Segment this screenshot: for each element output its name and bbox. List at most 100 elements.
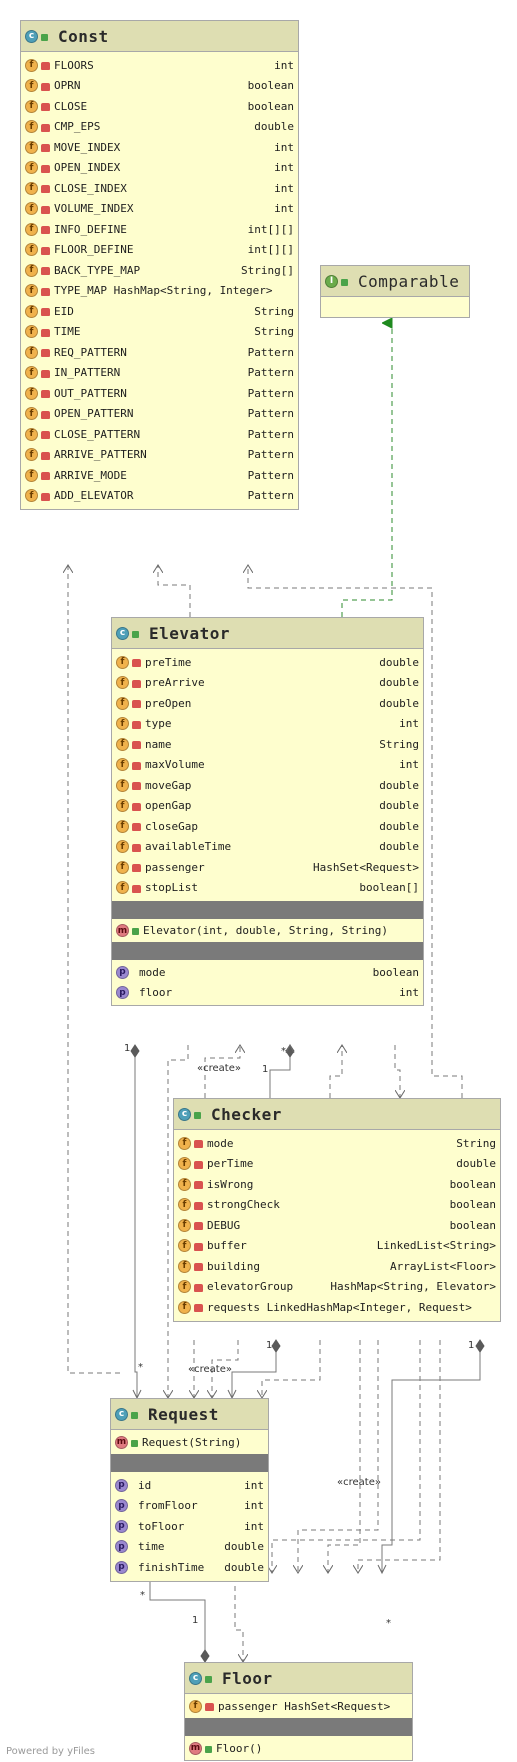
class-name: Floor bbox=[222, 1668, 273, 1688]
multiplicity-label: 1 bbox=[468, 1340, 475, 1351]
edge-checker-elevator-composition bbox=[269, 1045, 291, 1098]
lock-icon bbox=[194, 1304, 203, 1313]
interface-comparable[interactable]: I Comparable bbox=[320, 265, 470, 318]
composition-diamond-elevator bbox=[130, 1044, 140, 1058]
field-type: double bbox=[379, 778, 419, 792]
visibility-icon bbox=[132, 989, 135, 997]
class-floor[interactable]: c Floor f passenger HashSet<Request> m F… bbox=[184, 1662, 413, 1761]
field-name: moveGap bbox=[145, 778, 192, 792]
field-type: double bbox=[379, 676, 419, 690]
field-name: OPEN_INDEX bbox=[54, 161, 121, 175]
class-name: Checker bbox=[211, 1104, 282, 1124]
field-type: Pattern bbox=[247, 489, 294, 503]
field-name: FLOORS bbox=[54, 58, 94, 72]
field-name: IN_PATTERN bbox=[54, 366, 121, 380]
open-lock-icon bbox=[194, 1111, 201, 1119]
edge-floor-uses-request bbox=[234, 1568, 243, 1662]
open-lock-icon bbox=[132, 630, 139, 638]
field-name: elevatorGroup bbox=[207, 1280, 294, 1294]
field-type: boolean[] bbox=[359, 881, 419, 895]
field-f-icon: f bbox=[116, 737, 129, 751]
multiplicity-label: 1 bbox=[192, 1615, 199, 1626]
lock-icon bbox=[41, 123, 50, 132]
field-name: preOpen bbox=[145, 696, 192, 710]
visibility-icon bbox=[132, 968, 135, 976]
field-type: String bbox=[254, 304, 294, 318]
field-type: String bbox=[456, 1136, 496, 1150]
field-type: LinkedList<String> bbox=[376, 1239, 496, 1253]
field-name: buffer bbox=[207, 1239, 247, 1253]
constructor-signature: Request(String) bbox=[142, 1435, 242, 1449]
field-f-icon: f bbox=[25, 366, 38, 380]
edge-elevator-to-checker bbox=[394, 1045, 400, 1098]
powered-by-footer: Powered by yFiles bbox=[6, 1746, 95, 1757]
lock-icon bbox=[132, 720, 141, 729]
field-name: building bbox=[207, 1259, 260, 1273]
field-f-icon: f bbox=[116, 840, 129, 854]
property-name: mode bbox=[139, 965, 166, 979]
lock-icon bbox=[194, 1263, 203, 1272]
open-lock-icon bbox=[205, 1745, 212, 1753]
lock-icon bbox=[205, 1703, 214, 1711]
field-name: mode bbox=[207, 1136, 234, 1150]
lock-icon bbox=[41, 369, 50, 378]
field-type: double bbox=[379, 840, 419, 854]
field-name: openGap bbox=[145, 799, 192, 813]
multiplicity-label: * bbox=[281, 1046, 286, 1057]
lock-icon bbox=[41, 103, 50, 112]
field-name: preArrive bbox=[145, 676, 205, 690]
field-name: OPRN bbox=[54, 79, 81, 93]
field-name: MOVE_INDEX bbox=[54, 140, 121, 154]
lock-icon bbox=[41, 246, 50, 255]
field-f-icon: f bbox=[178, 1280, 191, 1294]
section-separator bbox=[111, 1454, 268, 1472]
multiplicity-label: 1 bbox=[124, 1043, 131, 1054]
field-name: DEBUG bbox=[207, 1218, 241, 1232]
lock-icon bbox=[132, 679, 141, 688]
field-type: double bbox=[254, 120, 294, 134]
field-f-icon: f bbox=[25, 386, 38, 400]
lock-icon bbox=[194, 1222, 203, 1231]
lock-icon bbox=[41, 472, 50, 481]
edge-elevator-passenger-composition bbox=[134, 1045, 138, 1398]
multiplicity-label: 1 bbox=[266, 1340, 273, 1351]
constructor-row: m Elevator(int, double, String, String) bbox=[112, 919, 423, 942]
section-separator bbox=[185, 1718, 412, 1736]
field-name: availableTime bbox=[145, 840, 232, 854]
property-type: double bbox=[224, 1560, 264, 1574]
field-f-icon: f bbox=[116, 881, 129, 895]
field-f-icon: f bbox=[178, 1198, 191, 1212]
field-name: OPEN_PATTERN bbox=[54, 407, 134, 421]
field-f-icon: f bbox=[25, 263, 38, 277]
lock-icon bbox=[132, 884, 141, 893]
open-lock-icon bbox=[205, 1675, 212, 1683]
field-f-icon: f bbox=[25, 427, 38, 441]
class-header: c Floor bbox=[185, 1663, 412, 1694]
field-f-icon: f bbox=[116, 758, 129, 772]
class-header: c Checker bbox=[174, 1099, 500, 1130]
lock-icon bbox=[132, 741, 141, 750]
